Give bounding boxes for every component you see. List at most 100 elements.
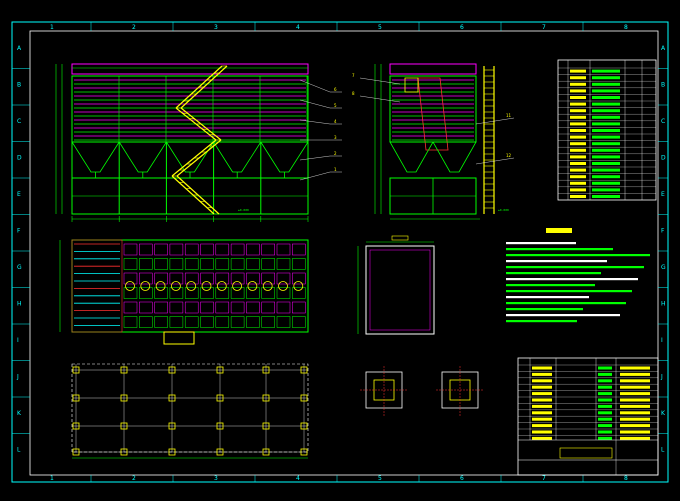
tb-cell-fill <box>532 430 552 434</box>
side-hopper <box>389 141 434 173</box>
plan-cell <box>154 258 168 270</box>
tb-cell-fill <box>598 411 612 415</box>
zone-letter-right: J <box>660 374 663 381</box>
zone-letter-left: A <box>17 45 22 52</box>
plan-cell <box>184 301 199 314</box>
zone-number-bottom: 7 <box>542 475 546 482</box>
hoppers-front <box>71 141 309 178</box>
tb-cell-fill <box>620 404 650 408</box>
plan-cell <box>261 287 275 299</box>
plan-cell <box>139 258 153 270</box>
zone-number-bottom: 4 <box>296 475 300 482</box>
plan-cell <box>123 316 138 328</box>
valve-circle <box>232 281 243 291</box>
notes-heading-mark <box>546 228 572 233</box>
plan-valves <box>125 281 304 291</box>
valve-circle <box>155 281 166 291</box>
callout-number: 7 <box>352 73 355 78</box>
tb-cell-fill <box>532 385 552 389</box>
foundation-pad <box>216 448 224 456</box>
zone-letter-left: F <box>17 228 21 235</box>
plan-cell <box>123 272 138 285</box>
plan-cell <box>139 272 153 285</box>
note-line <box>506 302 626 305</box>
zone-number-top: 7 <box>542 24 546 31</box>
parts-cell-fill <box>570 188 586 192</box>
plan-cell <box>169 287 184 299</box>
note-line <box>506 272 601 275</box>
callout-leader <box>299 171 331 181</box>
plan-cell <box>154 316 168 328</box>
plan-cell <box>169 243 184 256</box>
callout-leader <box>475 157 515 165</box>
callout-number: 5 <box>334 103 337 108</box>
tb-cell-fill <box>532 417 552 421</box>
foundation-pad <box>216 366 224 374</box>
hopper <box>118 141 168 173</box>
parts-cell-fill <box>592 148 620 152</box>
parts-cell-fill <box>570 115 586 119</box>
parts-cell-fill <box>570 195 586 198</box>
plan-cell <box>261 272 275 285</box>
plan-cell <box>200 287 214 299</box>
parts-cell-fill <box>570 129 586 132</box>
plan-cell <box>184 258 199 270</box>
plan-cells <box>74 243 306 328</box>
parts-cell-fill <box>570 82 586 86</box>
zone-number-top: 1 <box>50 24 54 31</box>
foundation-pad <box>262 394 270 402</box>
note-line <box>506 278 638 281</box>
plan-cell <box>246 243 260 256</box>
plan-cell <box>139 301 153 314</box>
note-line <box>506 314 620 317</box>
zone-number-bottom: 5 <box>378 475 382 482</box>
plan-cell <box>292 258 306 270</box>
tb-cell-fill <box>620 372 650 376</box>
tb-cell-fill <box>620 417 650 421</box>
plan-cell <box>292 243 306 256</box>
foundation-pad <box>120 366 128 374</box>
plan-cell <box>215 287 230 299</box>
parts-cell-fill <box>592 175 620 179</box>
parts-cell-fill <box>570 162 586 165</box>
note-line <box>506 308 583 311</box>
tb-cell-fill <box>532 404 552 408</box>
plan-cell <box>276 272 291 285</box>
parts-rows <box>558 67 656 198</box>
tb-cell-fill <box>620 436 650 440</box>
tb-cell-fill <box>598 430 612 434</box>
valve-circle <box>201 281 212 291</box>
plan-cell <box>261 258 275 270</box>
foundation-pad <box>262 422 270 430</box>
plan-cell <box>200 243 214 256</box>
valve-circle <box>140 281 151 291</box>
section-detail-a <box>360 366 408 416</box>
zone-letter-left: D <box>17 155 22 162</box>
parts-cell-fill <box>592 188 620 192</box>
parts-cell-fill <box>570 142 586 146</box>
foundation-pad <box>262 366 270 374</box>
foundation-pad <box>168 422 176 430</box>
foundation-grid <box>72 364 308 456</box>
inlet-duct <box>417 77 449 151</box>
foundation-pad <box>262 448 270 456</box>
parts-cell-fill <box>592 69 620 73</box>
valve-circle <box>293 281 304 291</box>
plan-cell <box>215 243 230 256</box>
foundation-pad <box>168 448 176 456</box>
plan-cell <box>123 258 138 270</box>
note-line <box>506 266 644 269</box>
plan-cell <box>276 258 291 270</box>
zone-letter-right: E <box>661 191 665 198</box>
zone-letter-left: K <box>17 410 22 417</box>
plan-cell <box>230 258 245 270</box>
plan-cell <box>230 243 245 256</box>
parts-cell-fill <box>570 135 586 139</box>
zone-letter-right: A <box>661 45 666 52</box>
parts-cell-fill <box>592 102 620 106</box>
